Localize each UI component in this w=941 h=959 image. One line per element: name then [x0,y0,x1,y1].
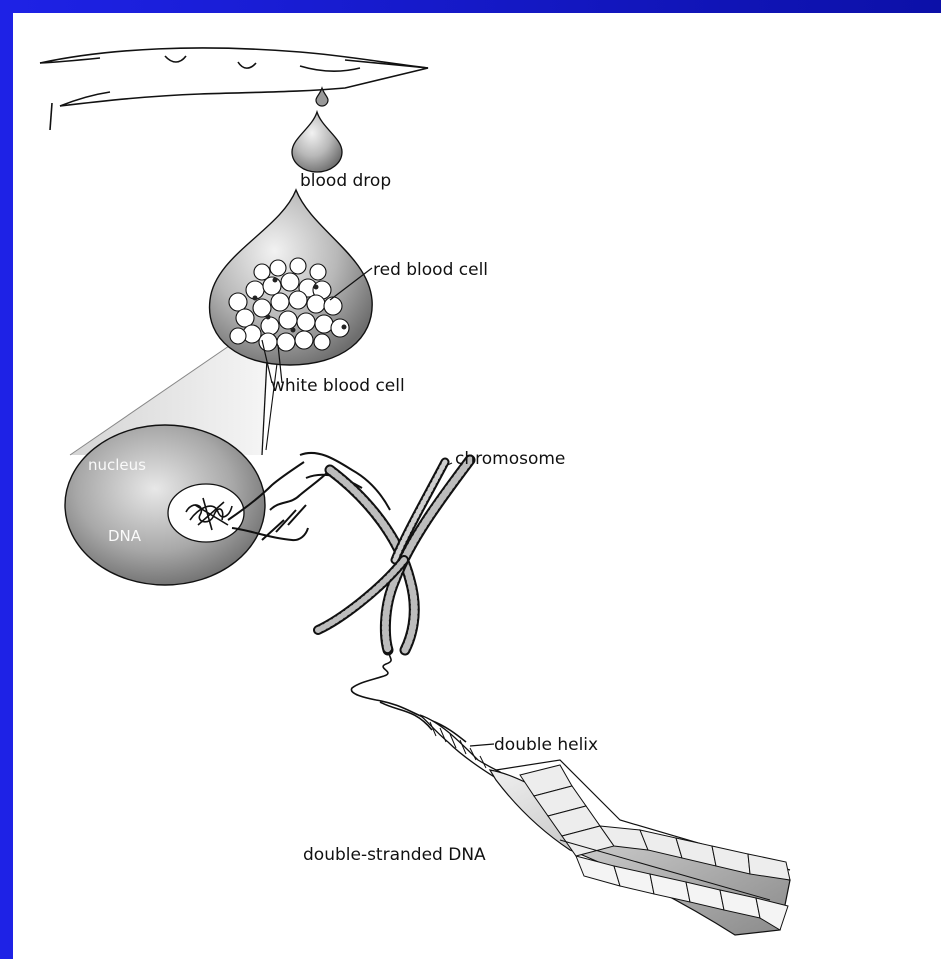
label-chromosome: chromosome [455,451,565,468]
dna-fiber [351,650,466,742]
finger-illustration [40,48,428,130]
label-double-helix: double helix [494,737,598,754]
label-blood-drop: blood drop [300,173,391,190]
label-nucleus: nucleus [88,458,146,473]
label-red-blood-cell: red blood cell [373,262,488,279]
dna-ribbon [490,760,790,935]
blood-drop [292,112,342,172]
label-double-stranded-dna: double-stranded DNA [303,847,486,864]
label-white-blood-cell: white blood cell [271,378,405,395]
chromosome [318,460,470,650]
nucleus [168,484,244,542]
double-helix [420,715,500,778]
label-dna: DNA [108,529,141,544]
